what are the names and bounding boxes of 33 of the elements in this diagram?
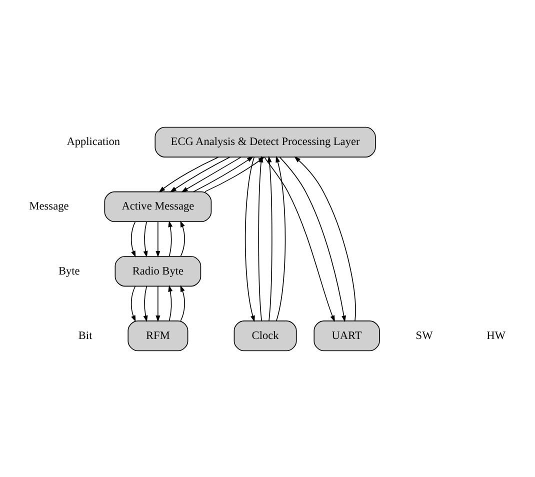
node-box: Active Message [104, 190, 212, 222]
arrow [156, 285, 160, 322]
arrow [180, 220, 185, 256]
arrow [130, 285, 136, 322]
arrow [168, 220, 173, 256]
arrow [193, 156, 254, 192]
label: Bit [78, 329, 92, 342]
node-box: RFM [128, 320, 188, 351]
arrow [276, 155, 286, 321]
label: SW [416, 329, 433, 342]
arrow [264, 156, 335, 322]
label: Message [29, 200, 69, 212]
node-box: Clock [234, 320, 297, 351]
label: Application [66, 136, 120, 148]
label: Byte [58, 264, 80, 277]
arrow [244, 156, 255, 322]
arrow [258, 155, 264, 321]
arrow [181, 156, 242, 192]
arrow [158, 156, 219, 192]
arrow [294, 156, 356, 321]
arrow [143, 220, 148, 257]
label: HW [486, 329, 506, 342]
node-box: UART [314, 320, 380, 351]
node-box: ECG Analysis & Detect Processing Layer [154, 126, 376, 157]
arrow [267, 155, 272, 321]
arrow [170, 156, 230, 192]
node-box: Radio Byte [114, 255, 202, 286]
arrow [156, 220, 160, 257]
arrow [180, 284, 185, 321]
arrow [130, 220, 136, 257]
arrow [279, 156, 346, 322]
arrow [168, 284, 173, 321]
arrow [143, 285, 148, 322]
